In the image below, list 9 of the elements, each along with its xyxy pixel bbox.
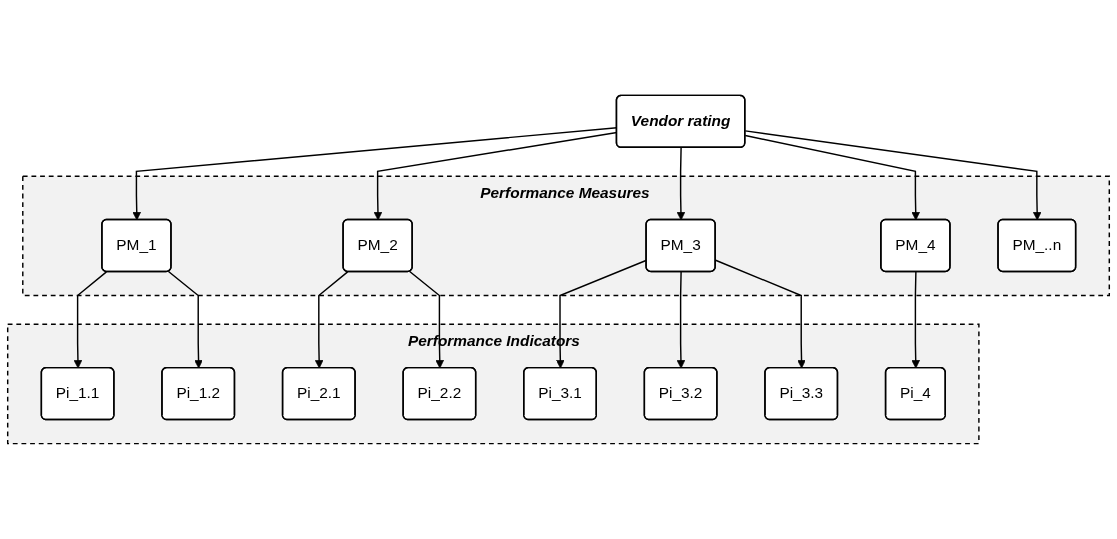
arrow (167, 270, 203, 369)
arrow (409, 270, 444, 369)
arrow (314, 271, 349, 369)
arrow (676, 147, 686, 221)
arrow (73, 271, 108, 369)
arrow (911, 271, 920, 369)
arrow (676, 271, 686, 369)
arrow (744, 134, 920, 221)
arrow (744, 130, 1042, 221)
